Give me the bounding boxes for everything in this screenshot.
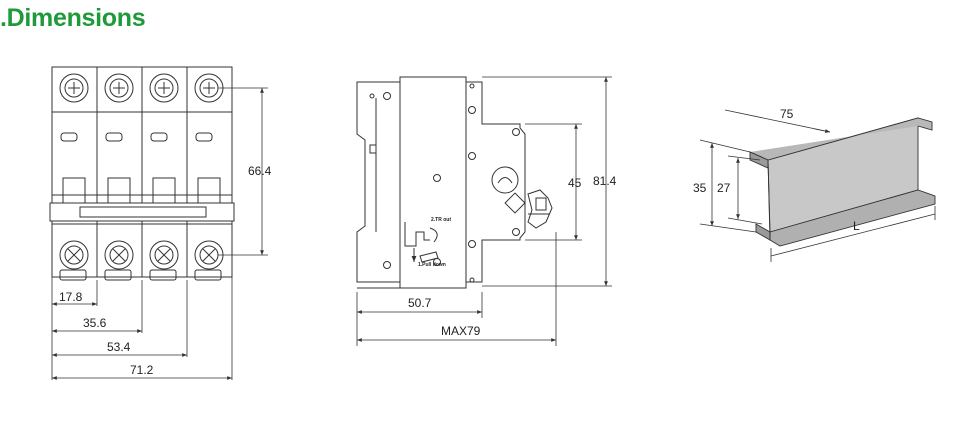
din-rail-drawing [749,117,936,247]
label-trip-out: 2.TR out [431,217,451,223]
din-rail-dimensions [699,109,936,262]
side-view-dimensions [356,76,612,346]
dim-rail-length: L [853,219,860,233]
label-pull-down: 1.Pull down [418,262,446,268]
dim-rail-width: 75 [780,107,794,121]
dim-front-w3: 53.4 [107,340,131,354]
dim-front-height: 66.4 [248,164,272,178]
top-terminal-screws [59,73,224,103]
bottom-terminal-screws [59,240,224,270]
dim-front-w1: 17.8 [59,290,83,304]
dim-side-outer: 81.4 [593,174,617,188]
dim-rail-outer: 35 [693,181,707,195]
section-title: .Dimensions [0,4,146,32]
dim-side-inner: 45 [568,176,582,190]
dim-rail-inner: 27 [717,181,731,195]
front-view-drawing [49,66,235,281]
dim-side-max: MAX79 [441,324,481,338]
dim-side-depth: 50.7 [408,296,432,310]
side-view-drawing [356,76,553,289]
dim-front-w2: 35.6 [83,316,107,330]
dim-front-w4: 71.2 [130,363,154,377]
front-view-dimensions [51,87,268,380]
